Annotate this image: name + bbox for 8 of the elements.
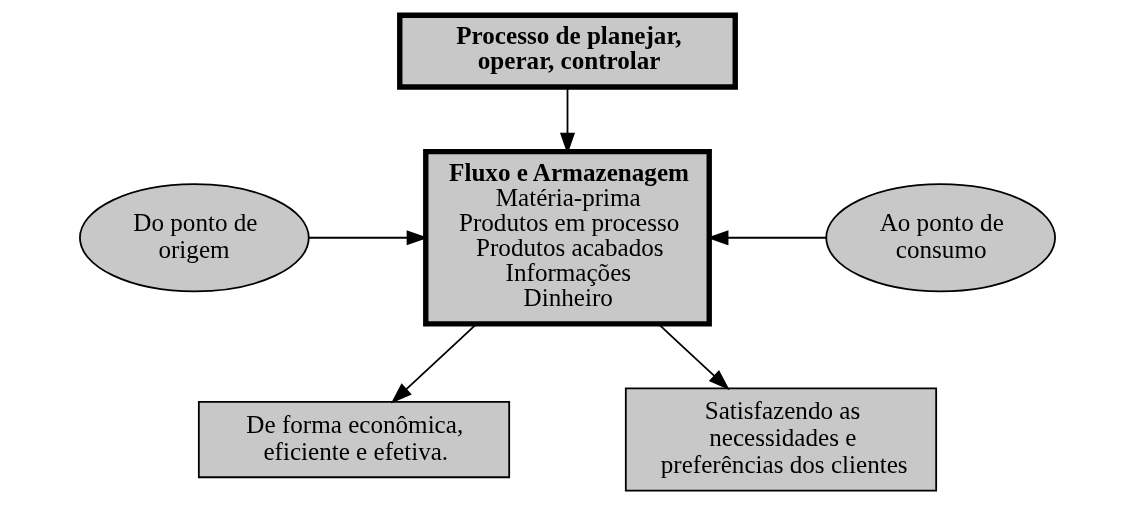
node-box: De forma econômica, eficiente e efetiva. bbox=[197, 401, 510, 479]
arrow bbox=[390, 323, 477, 404]
node-ellipse: Ao ponto de consumo bbox=[824, 183, 1056, 293]
node-ellipse: Do ponto de origem bbox=[78, 183, 310, 293]
node-box: Processo de planejar, operar, controlar bbox=[396, 12, 738, 90]
node-box: Fluxo e Armazenagem Matéria-prima Produtos em processo Produtos acabados Informações Dinheiro bbox=[422, 148, 712, 327]
node-box: Satisfazendo as necessidades e preferências dos clientes bbox=[624, 387, 937, 492]
arrow bbox=[657, 323, 730, 391]
